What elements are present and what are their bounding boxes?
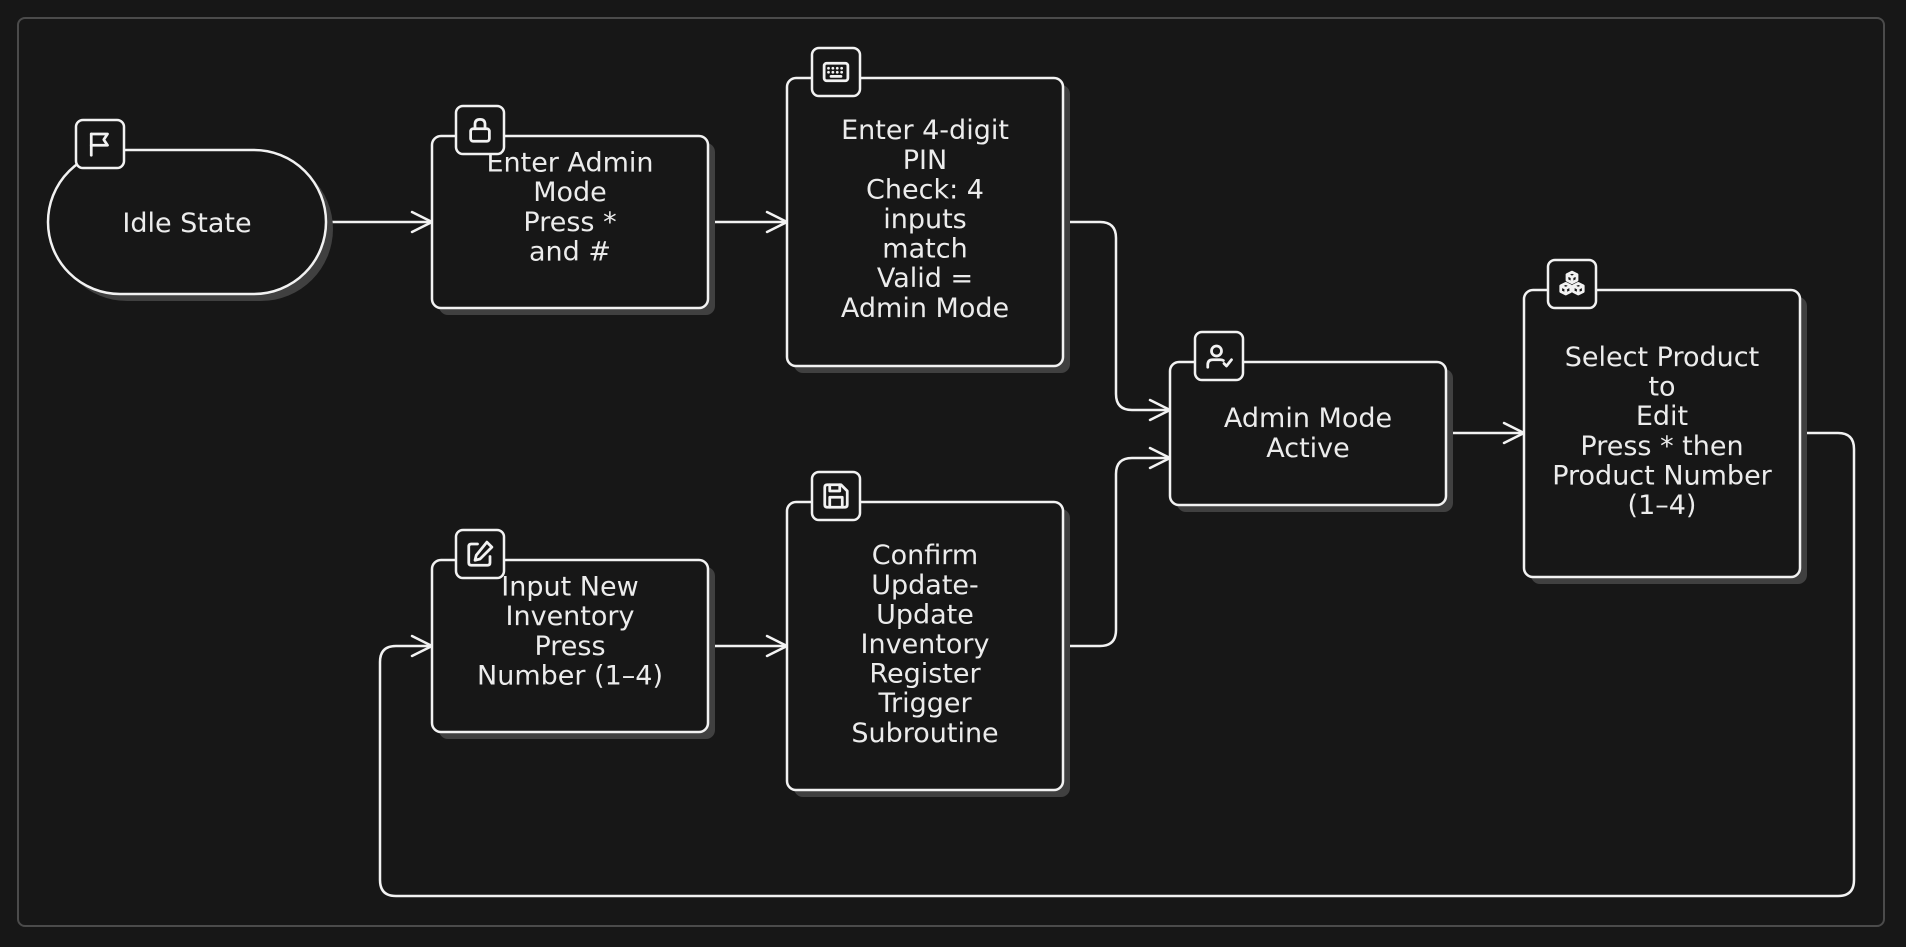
flag-icon: [89, 132, 109, 157]
edge-enter-pin-to-admin-active: [1061, 220, 1172, 422]
node-label-line: Subroutine: [851, 718, 998, 749]
node-label-line: Enter Admin: [486, 148, 653, 179]
node-label-line: Active: [1266, 433, 1350, 464]
node-badge: [810, 470, 862, 522]
node-badge: [454, 104, 506, 156]
node-label-line: Press *: [523, 207, 616, 238]
node-label-line: Admin Mode: [1224, 403, 1392, 434]
badge-box: [454, 528, 506, 580]
node-label-line: Mode: [533, 177, 607, 208]
node-label-line: Confirm: [872, 540, 978, 571]
node-label-line: Press: [534, 631, 605, 662]
lock-icon: [469, 118, 491, 143]
node-label-line: Enter 4-digit: [841, 115, 1009, 146]
diagram-frame: [17, 17, 1885, 927]
node-label-line: Admin Mode: [841, 293, 1009, 324]
node-label-line: Inventory: [506, 601, 635, 632]
node-label-line: PIN: [903, 145, 947, 176]
node-label-line: Select Product: [1565, 342, 1759, 373]
node-label-line: Update: [876, 599, 974, 630]
node-label-line: inputs: [883, 204, 967, 235]
node-label-line: Update-: [871, 570, 979, 601]
node-label-line: Press * then: [1580, 431, 1743, 462]
node-label-line: and #: [529, 236, 611, 267]
node-box: [430, 558, 710, 734]
edges-layer: [324, 210, 1856, 898]
node-badge: [74, 118, 126, 170]
node-label-line: (1–4): [1628, 490, 1697, 521]
node-label-line: Trigger: [877, 688, 972, 719]
node-label-line: Edit: [1636, 401, 1688, 432]
node-label-line: Product Number: [1552, 460, 1772, 491]
node-badge: [1193, 330, 1245, 382]
node-box: [46, 148, 328, 296]
node-box: [785, 500, 1065, 792]
node-box: [430, 134, 710, 310]
node-label-line: Number (1–4): [477, 660, 663, 691]
edge-confirm-update-to-admin-active: [1061, 446, 1172, 648]
node-label-line: Register: [869, 659, 981, 690]
edge-select-product-to-input-inventory: [378, 431, 1856, 898]
node-badge: [454, 528, 506, 580]
node-box: [785, 76, 1065, 368]
node-label-line: Valid =: [877, 263, 973, 294]
node-box: [1168, 360, 1448, 507]
keyboard-icon: [822, 61, 850, 83]
node-label-line: Idle State: [122, 208, 251, 239]
node-label-line: Input New: [501, 572, 638, 603]
node-box: [1522, 288, 1802, 579]
node-badge: [1546, 258, 1598, 310]
node-label-line: Check: 4: [866, 174, 984, 205]
node-idle: Idle State: [46, 118, 333, 301]
boxes-icon: [1559, 270, 1585, 296]
user-check-icon: [1206, 344, 1233, 369]
node-label-line: to: [1648, 372, 1675, 403]
edit-icon: [467, 540, 494, 567]
save-icon: [823, 483, 849, 509]
node-label: Idle State: [122, 208, 251, 239]
node-label-line: Inventory: [861, 629, 990, 660]
node-badge: [810, 46, 862, 98]
node-label-line: match: [882, 234, 967, 265]
